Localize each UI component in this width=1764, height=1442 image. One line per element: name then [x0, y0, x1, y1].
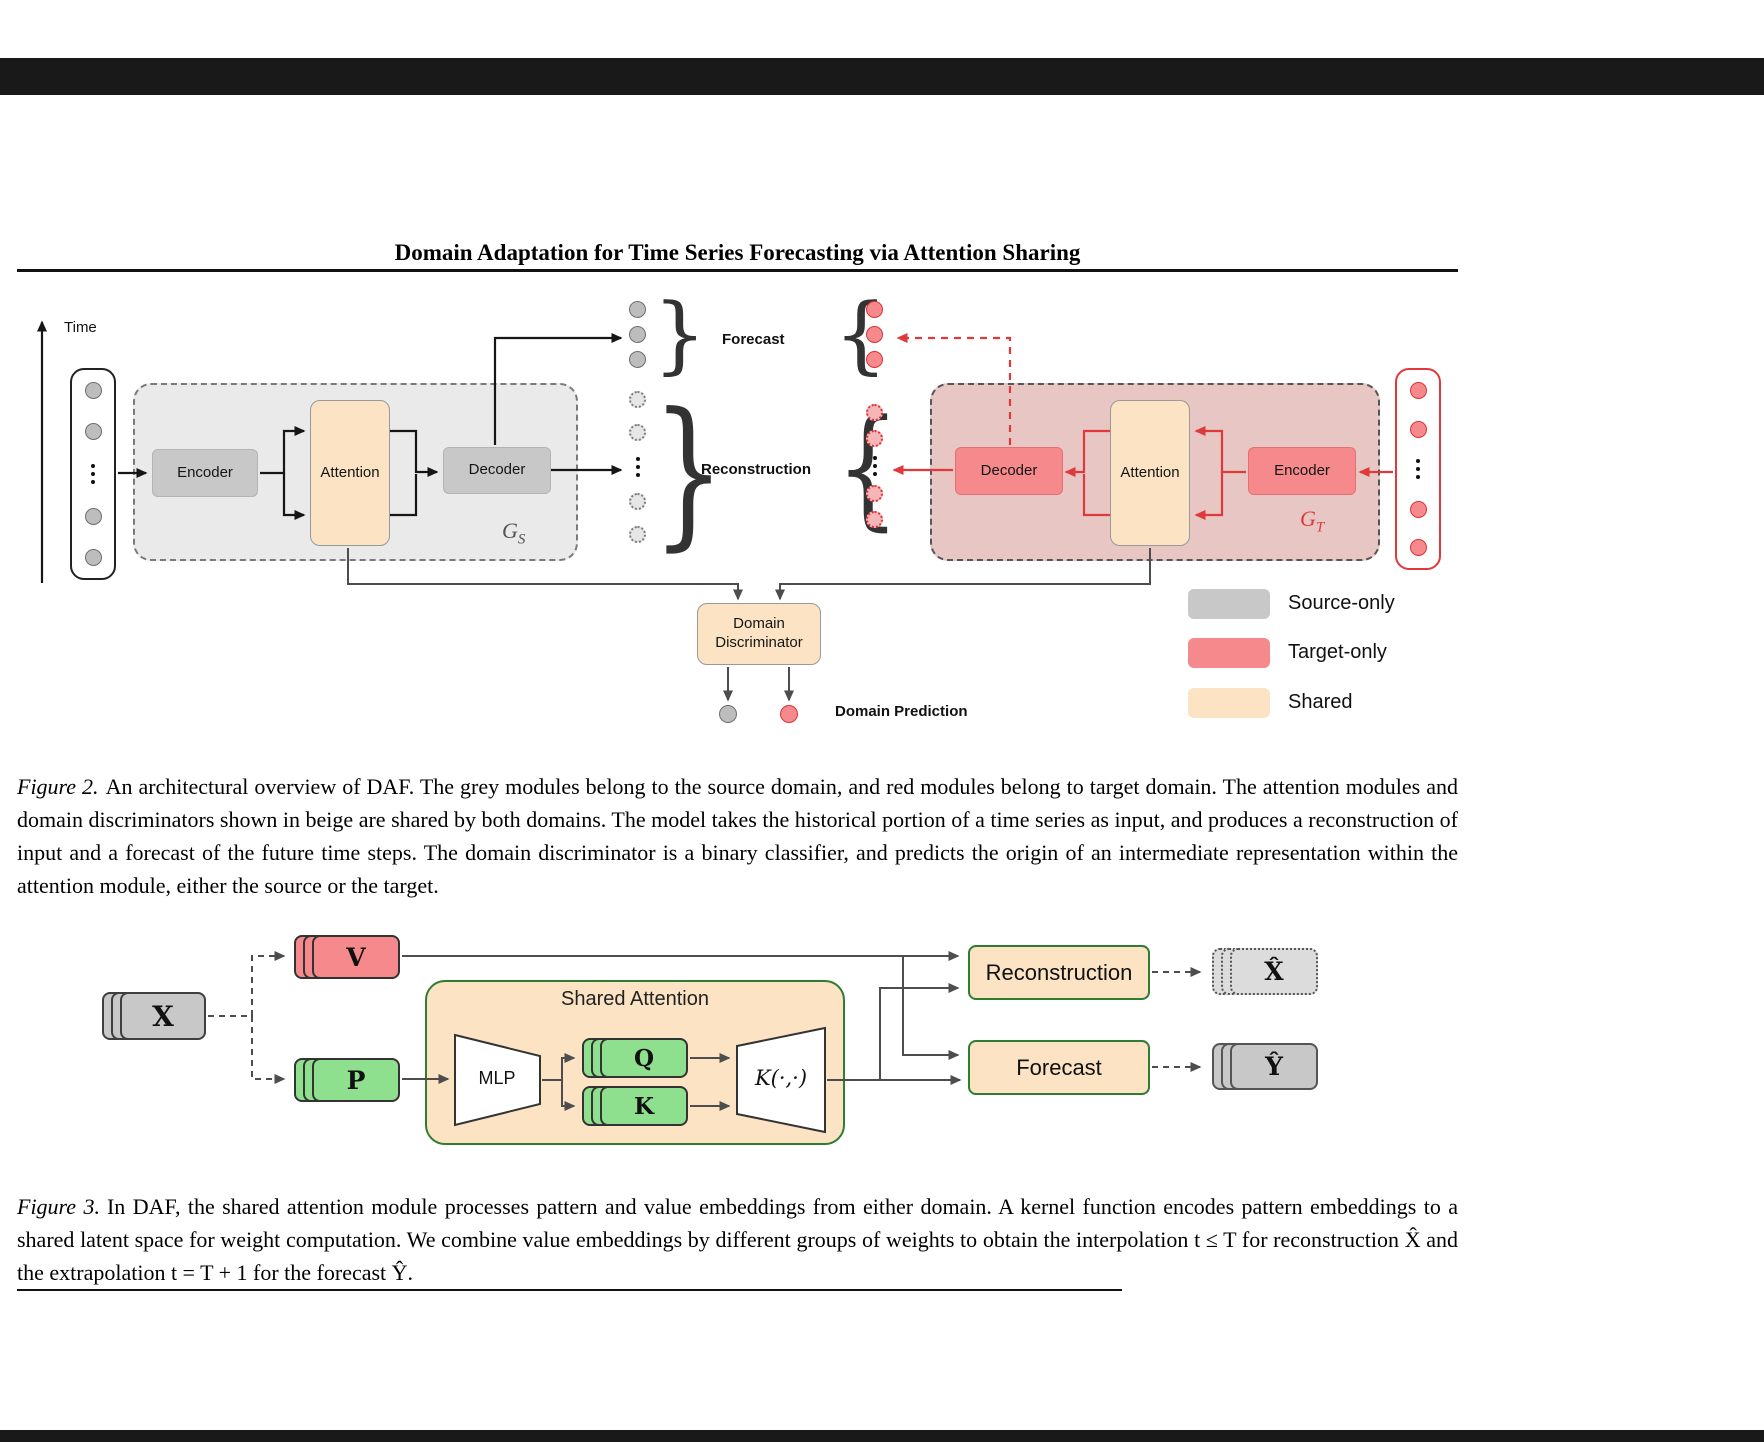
caption-underline — [17, 1289, 1122, 1291]
dot — [84, 508, 102, 525]
bottom-divider-bar — [0, 1430, 1764, 1442]
prediction-dot-source — [719, 705, 737, 723]
target-encoder-box: Encoder — [1248, 447, 1356, 495]
legend-swatch-target-only — [1188, 638, 1270, 668]
dot — [1409, 539, 1427, 556]
source-input-series — [70, 368, 116, 580]
gt-label: GT — [1300, 506, 1325, 536]
figure3-caption-text: In DAF, the shared attention module proc… — [17, 1194, 1458, 1285]
legend-swatch-shared — [1188, 688, 1270, 718]
ellipsis-dots — [635, 457, 640, 477]
value-embedding-label: V — [312, 935, 400, 979]
forecast-label: Forecast — [722, 331, 785, 348]
target-reconstruction-dots — [866, 404, 883, 528]
forecast-brace-right: } — [653, 285, 707, 383]
x-hat-label: X̂ — [1230, 948, 1318, 995]
dot — [866, 351, 883, 368]
dot — [629, 391, 646, 408]
input-x-label: X — [120, 992, 206, 1040]
x-hat-stack: X̂ — [1212, 948, 1318, 995]
dot — [84, 423, 102, 440]
pattern-embedding-label: P — [312, 1058, 400, 1102]
legend-label-source-only: Source-only — [1288, 592, 1395, 614]
query-stack: Q — [582, 1038, 688, 1078]
ellipsis-dots — [872, 456, 877, 476]
dot — [629, 493, 646, 510]
key-stack: K — [582, 1086, 688, 1126]
figure2-caption-label: Figure 2. — [17, 774, 99, 799]
figure2-caption: Figure 2.An architectural overview of DA… — [17, 770, 1458, 902]
dot — [629, 301, 646, 318]
figure3-caption-label: Figure 3. — [17, 1194, 100, 1219]
paper-title: Domain Adaptation for Time Series Foreca… — [394, 240, 1081, 265]
time-axis-label: Time — [64, 319, 97, 336]
mlp-label: MLP — [478, 1068, 516, 1088]
dot — [1409, 382, 1427, 399]
figure3-caption: Figure 3.In DAF, the shared attention mo… — [17, 1190, 1458, 1289]
reconstruction-brace-right: } — [652, 379, 726, 567]
figure2-caption-text: An architectural overview of DAF. The gr… — [17, 774, 1458, 898]
dot — [629, 351, 646, 368]
source-attention-box: Attention — [310, 400, 390, 546]
source-encoder-box: Encoder — [152, 449, 258, 497]
dot — [866, 404, 883, 421]
forecast-output-box: Forecast — [968, 1040, 1150, 1095]
query-label: Q — [600, 1038, 688, 1078]
source-reconstruction-dots — [629, 391, 646, 543]
reconstruction-brace-left: { — [836, 391, 900, 544]
key-label: K — [600, 1086, 688, 1126]
target-attention-box: Attention — [1110, 400, 1190, 546]
dot — [629, 326, 646, 343]
source-decoder-box: Decoder — [443, 447, 551, 494]
title-rule — [17, 269, 1458, 272]
dot — [866, 326, 883, 343]
dot — [1409, 500, 1427, 518]
legend-label-target-only: Target-only — [1288, 641, 1387, 663]
gs-label: GS — [502, 518, 526, 548]
domain-prediction-label: Domain Prediction — [835, 703, 968, 720]
dot — [866, 301, 883, 318]
domain-discriminator-box: Domain Discriminator — [697, 603, 821, 665]
source-forecast-dots — [629, 301, 646, 368]
dot — [629, 424, 646, 441]
dot — [866, 485, 883, 502]
kernel-label: K(·,·) — [754, 1066, 808, 1090]
y-hat-label: Ŷ — [1230, 1043, 1318, 1090]
dot — [629, 526, 646, 543]
reconstruction-label: Reconstruction — [701, 461, 812, 478]
value-embedding-stack: V — [294, 935, 400, 979]
dot — [1409, 420, 1427, 438]
target-decoder-box: Decoder — [955, 447, 1063, 495]
y-hat-stack: Ŷ — [1212, 1043, 1318, 1090]
target-input-series — [1395, 368, 1441, 570]
dot — [866, 430, 883, 447]
target-forecast-dots — [866, 301, 883, 368]
dot — [84, 549, 102, 566]
ellipsis-dots — [1416, 459, 1420, 479]
pattern-embedding-stack: P — [294, 1058, 400, 1102]
input-x-stack: X — [102, 992, 206, 1040]
prediction-dot-target — [780, 705, 798, 723]
legend-swatch-source-only — [1188, 589, 1270, 619]
ellipsis-dots — [91, 464, 95, 484]
dot — [84, 382, 102, 399]
discriminator-line1: Domain — [733, 615, 785, 633]
dot — [866, 511, 883, 528]
discriminator-line2: Discriminator — [715, 634, 803, 651]
shared-attention-title: Shared Attention — [561, 988, 709, 1010]
top-divider-bar — [0, 58, 1764, 95]
legend-label-shared: Shared — [1288, 691, 1353, 713]
reconstruction-output-box: Reconstruction — [968, 945, 1150, 1000]
